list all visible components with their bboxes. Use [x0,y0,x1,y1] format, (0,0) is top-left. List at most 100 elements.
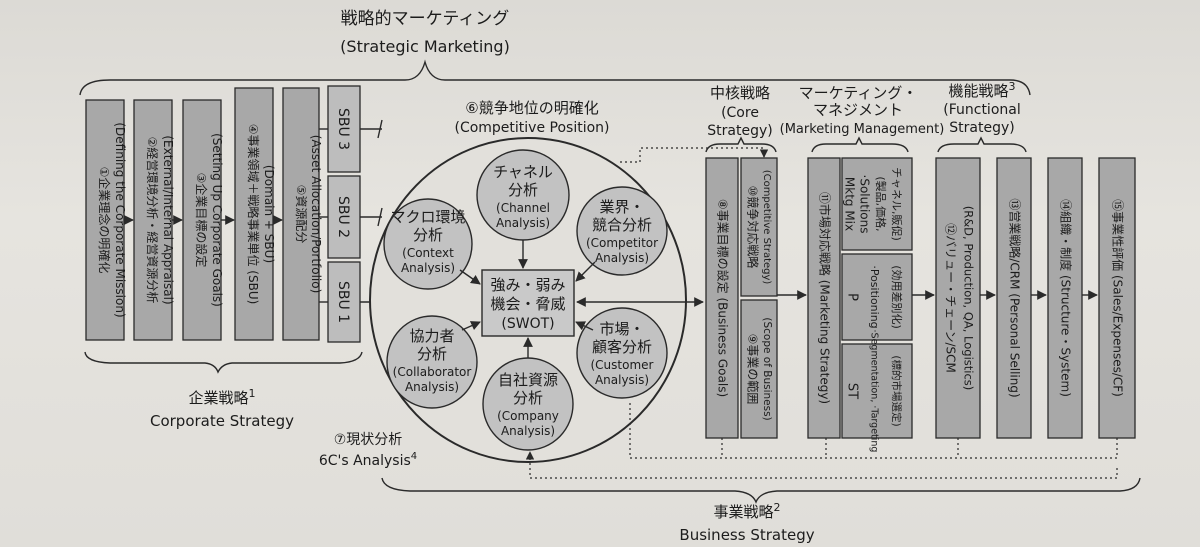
svg-text:·Solutions: ·Solutions [858,175,872,234]
svg-text:Analysis): Analysis) [401,261,455,275]
svg-text:⑩競争対応戦略: ⑩競争対応戦略 [746,186,761,269]
positioning-box: P ·Positioning (効用差別化) [841,253,913,341]
svg-text:⑨事業の範囲: ⑨事業の範囲 [746,334,761,405]
svg-text:マクロ環境: マクロ環境 [390,208,465,226]
corporate-box-2: ②経営環境分析・経営資源分析 (External/Internal Apprai… [133,99,175,341]
svg-text:⑮事業性評価 (Sales/Expenses/CF): ⑮事業性評価 (Sales/Expenses/CF) [1111,199,1126,397]
svg-text:機会・脅威: 機会・脅威 [490,295,565,313]
svg-text:(Domain + SBU): (Domain + SBU) [262,165,276,263]
svg-text:Analysis): Analysis) [405,380,459,394]
svg-text:チャネル,販促): チャネル,販促) [890,167,904,241]
svg-text:(Context: (Context [402,246,454,260]
company-analysis-circle: 自社資源 分析 (Company Analysis) [482,357,574,451]
svg-text:(Scope of Business): (Scope of Business) [761,317,773,420]
mm-title-en: (Marketing Management) [780,122,945,137]
corporate-label-en: Corporate Strategy [150,412,294,430]
svg-text:強み・弱み: 強み・弱み [490,276,565,294]
svg-text:①企業理念の明確化: ①企業理念の明確化 [97,167,112,274]
corporate-box-1: ①企業理念の明確化 (Defining the Corporate Missio… [85,99,127,341]
svg-text:Mktg Mix: Mktg Mix [843,177,857,231]
business-evaluation-box: ⑮事業性評価 (Sales/Expenses/CF) [1098,157,1136,439]
sbu-3-box: SBU 3 [327,85,361,173]
functional-title-en2: Strategy) [949,120,1014,136]
top-title-jp: 戦略的マーケティング [341,9,510,29]
svg-text:⑤資源配分: ⑤資源配分 [294,185,308,244]
core-title-jp: 中核戦略 [710,84,770,102]
svg-text:⑬営業戦略/CRM (Personal Selling): ⑬営業戦略/CRM (Personal Selling) [1008,198,1023,397]
svg-text:(Customer: (Customer [591,358,654,372]
svg-text:チャネル: チャネル [493,163,553,181]
svg-text:(Competitor: (Competitor [586,236,658,250]
svg-text:Analysis): Analysis) [595,373,649,387]
functional-title-jp: 機能戦略3 [948,80,1015,100]
business-label-jp: 事業戦略2 [713,501,780,521]
svg-text:競合分析: 競合分析 [592,216,652,234]
customer-analysis-circle: 市場・ 顧客分析 (Customer Analysis) [576,307,668,399]
svg-text:(標的市場選定): (標的市場選定) [890,355,903,426]
swot-box: 強み・弱み 機会・脅威 (SWOT) [481,269,575,337]
sbu-1-box: SBU 1 [327,261,361,343]
competitive-strategy-box: ⑩競争対応戦略 (Competitive Strategy) [740,157,778,297]
segmentation-targeting-box: ST ·Segmentation, ·Targeting (標的市場選定) [841,330,913,453]
mm-title-jp1: マーケティング・ [799,84,918,102]
svg-text:(製品,価格,: (製品,価格, [874,176,888,231]
mm-title-jp2: マネジメント [813,101,903,119]
svg-text:分析: 分析 [513,389,543,407]
business-goals-box: ⑧事業目標の設定 (Business Goals) [705,157,739,439]
svg-text:ST: ST [845,383,860,399]
svg-text:·Segmentation, ·Targeting: ·Segmentation, ·Targeting [869,330,880,453]
core-title-en2: Strategy) [707,123,772,139]
svg-text:SBU 3: SBU 3 [335,108,351,150]
corporate-box-3: ③企業目標の設定 (Setting Up Corporate Goals) [182,99,224,341]
business-brace [381,477,1141,504]
svg-text:(効用差別化): (効用差別化) [890,265,904,329]
svg-text:P: P [845,293,860,301]
marketing-strategy-box: ⑪市場対応戦略 (Marketing Strategy) [807,157,841,439]
svg-text:分析: 分析 [508,181,538,199]
svg-text:③企業目標の設定: ③企業目標の設定 [194,173,209,268]
sales-crm-box: ⑬営業戦略/CRM (Personal Selling) [996,157,1032,439]
svg-text:·Positioning: ·Positioning [868,265,881,328]
svg-text:⑧事業目標の設定 (Business Goals): ⑧事業目標の設定 (Business Goals) [716,199,731,397]
mktg-mix-box: Mktg Mix ·Solutions (製品,価格, チャネル,販促) [841,157,913,251]
svg-text:(External/Internal Appraisal): (External/Internal Appraisal) [161,135,175,304]
svg-text:協力者: 協力者 [409,327,454,345]
macro-analysis-circle: マクロ環境 分析 (Context Analysis) [383,198,473,290]
svg-text:(Defining the Corporate Missio: (Defining the Corporate Mission) [113,122,127,317]
svg-text:(Asset Allocation/Portfolio): (Asset Allocation/Portfolio) [309,135,323,294]
svg-text:(Collaborator: (Collaborator [393,365,472,379]
value-chain-box: ⑫バリュー・チェーン/SCM (R&D, Production, QA, Log… [935,157,981,439]
channel-analysis-circle: チャネル 分析 (Channel Analysis) [476,149,570,241]
svg-text:市場・: 市場・ [599,320,644,338]
structure-system-box: ⑭組織・制度 (Structure・System) [1047,157,1083,439]
svg-text:Analysis): Analysis) [595,251,649,265]
top-title-en: (Strategic Marketing) [340,37,510,56]
svg-text:⑫バリュー・チェーン/SCM: ⑫バリュー・チェーン/SCM [944,223,958,373]
svg-text:④事業領域＋戦略事業単位 (SBU): ④事業領域＋戦略事業単位 (SBU) [246,124,261,305]
svg-text:Analysis): Analysis) [496,216,550,230]
svg-text:業界・: 業界・ [599,198,644,216]
corporate-brace [84,351,363,374]
svg-text:自社資源: 自社資源 [498,371,558,389]
scope-of-business-box: ⑨事業の範囲 (Scope of Business) [740,299,778,439]
business-label-en: Business Strategy [679,526,814,544]
collaborator-analysis-circle: 協力者 分析 (Collaborator Analysis) [386,315,478,409]
situation-label-en: 6C's Analysis4 [319,451,417,469]
competitive-title-en: (Competitive Position) [454,120,609,136]
core-title-en1: (Core [721,105,759,121]
svg-text:(Company: (Company [497,409,559,423]
svg-text:(Setting Up Corporate Goals): (Setting Up Corporate Goals) [210,133,224,307]
svg-text:Analysis): Analysis) [501,424,555,438]
svg-text:顧客分析: 顧客分析 [592,338,652,356]
svg-text:(R&D, Production, QA, Logistic: (R&D, Production, QA, Logistics) [962,206,976,391]
corporate-label-jp: 企業戦略1 [188,387,255,407]
svg-text:分析: 分析 [413,226,443,244]
functional-title-en1: (Functional [943,102,1020,118]
sbu-2-box: SBU 2 [327,175,361,259]
svg-text:SBU 2: SBU 2 [335,196,351,238]
top-brace [79,59,1031,96]
svg-text:(Competitive Strategy): (Competitive Strategy) [761,170,772,285]
situation-label-jp: ⑦現状分析 [334,432,403,448]
